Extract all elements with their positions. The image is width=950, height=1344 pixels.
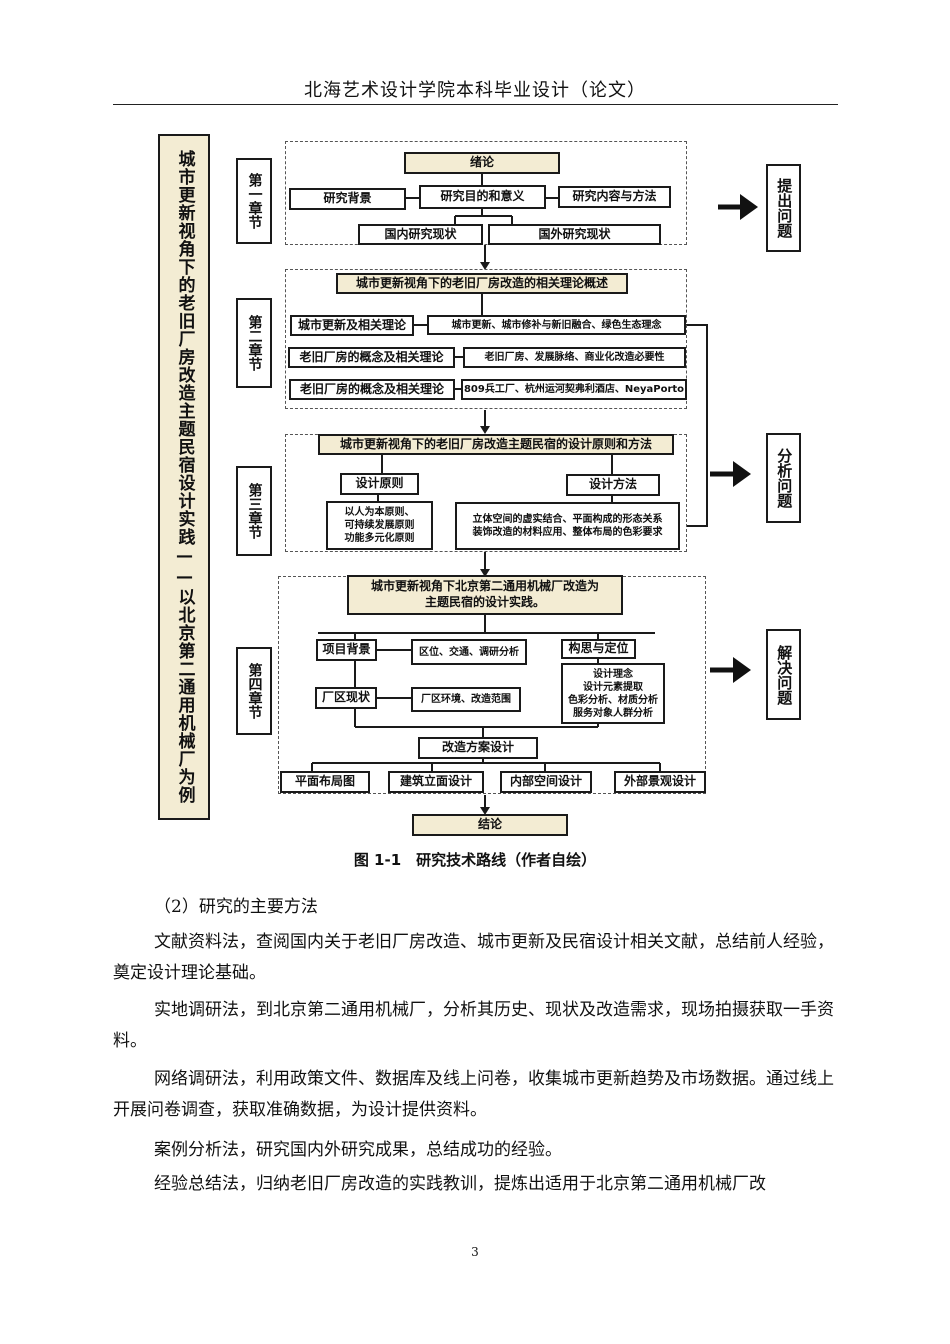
concept-item: 服务对象人群分析 bbox=[573, 707, 653, 719]
diagram-title-text: 城市更新视角下的老旧厂房改造主题民宿设计实践——以北京第二通用机械厂为例 bbox=[174, 150, 195, 804]
scheme-design-box: 改造方案设计 bbox=[418, 737, 538, 759]
ch2-right-2: 老旧厂房、发展脉络、商业化改造必要性 bbox=[463, 347, 686, 368]
ch2-head-box: 城市更新视角下的老旧厂房改造的相关理论概述 bbox=[336, 273, 628, 294]
foreign-research-box: 国外研究现状 bbox=[488, 224, 661, 245]
chapter-2-group bbox=[285, 269, 687, 409]
chapter-1-group bbox=[285, 141, 687, 245]
site-status-box: 厂区现状 bbox=[315, 687, 377, 709]
concept-item: 设计理念 bbox=[593, 668, 633, 680]
ch4-head-line: 城市更新视角下北京第二通用机械厂改造为 bbox=[370, 579, 599, 594]
chapter-4-label: 第四章节 bbox=[236, 647, 272, 735]
diagram-connectors bbox=[311, 173, 758, 815]
concept-box: 构思与定位 bbox=[561, 639, 636, 659]
diagram-vertical-title: 城市更新视角下的老旧厂房改造主题民宿设计实践——以北京第二通用机械厂为例 bbox=[158, 134, 210, 820]
principle-item: 功能多元化原则 bbox=[344, 533, 415, 544]
design-principle-box: 设计原则 bbox=[340, 473, 419, 495]
floor-plan-box: 平面布局图 bbox=[280, 771, 370, 793]
concept-items-box: 设计理念 设计元素提取 色彩分析、材质分析 服务对象人群分析 bbox=[561, 663, 665, 724]
design-method-box: 设计方法 bbox=[566, 474, 660, 496]
page-header-title: 北海艺术设计学院本科毕业设计（论文） bbox=[304, 80, 646, 101]
outcome-raise-problem: 提出问题 bbox=[766, 164, 801, 252]
ch2-left-2: 老旧厂房的概念及相关理论 bbox=[288, 347, 455, 368]
domestic-research-box: 国内研究现状 bbox=[358, 224, 483, 245]
method-items-box: 立体空间的虚实结合、平面构成的形态关系 装饰改造的材料应用、整体布局的色彩要求 bbox=[455, 502, 680, 550]
ch2-right-1: 城市更新、城市修补与新旧融合、绿色生态理念 bbox=[427, 315, 686, 335]
method-item: 立体空间的虚实结合、平面构成的形态关系 bbox=[472, 514, 663, 525]
project-background-box: 项目背景 bbox=[316, 639, 377, 661]
facade-design-box: 建筑立面设计 bbox=[388, 771, 484, 793]
principle-item: 以人为本原则、 bbox=[344, 507, 415, 518]
outcome-solve-problem: 解决问题 bbox=[766, 629, 801, 720]
chapter-1-label: 第一章节 bbox=[236, 158, 272, 244]
research-purpose-box: 研究目的和意义 bbox=[419, 185, 546, 209]
body-paragraph: 案例分析法，研究国内外研究成果，总结成功的经验。 bbox=[154, 1140, 562, 1160]
principle-item: 可持续发展原则 bbox=[344, 520, 415, 531]
research-background-box: 研究背景 bbox=[289, 188, 406, 210]
page-number: 3 bbox=[471, 1245, 479, 1259]
method-item: 装饰改造的材料应用、整体布局的色彩要求 bbox=[472, 527, 663, 538]
ch3-head-box: 城市更新视角下的老旧厂房改造主题民宿的设计原则和方法 bbox=[318, 434, 674, 455]
body-paragraph: 实地调研法，到北京第二通用机械厂，分析其历史、现状及改造需求，现场拍摄获取一手资… bbox=[113, 1000, 834, 1051]
intro-box: 绪论 bbox=[404, 152, 560, 174]
body-paragraph: 经验总结法，归纳老旧厂房改造的实践教训，提炼出适用于北京第二通用机械厂改 bbox=[154, 1174, 766, 1194]
ch2-right-3: 809兵工厂、杭州运河契弗利酒店、NeyaPorto bbox=[461, 379, 687, 400]
ch2-left-3: 老旧厂房的概念及相关理论 bbox=[289, 379, 455, 400]
outcome-analyze-problem: 分析问题 bbox=[766, 433, 801, 523]
section-heading: （2）研究的主要方法 bbox=[154, 897, 318, 917]
landscape-design-box: 外部景观设计 bbox=[614, 771, 706, 793]
project-background-detail: 区位、交通、调研分析 bbox=[411, 639, 527, 665]
ch4-head-line: 主题民宿的设计实践。 bbox=[424, 595, 545, 609]
concept-item: 色彩分析、材质分析 bbox=[568, 694, 658, 706]
ch2-left-1: 城市更新及相关理论 bbox=[290, 315, 414, 336]
body-paragraph: 网络调研法，利用政策文件、数据库及线上问卷，收集城市更新趋势及市场数据。通过线上… bbox=[113, 1069, 834, 1120]
research-content-box: 研究内容与方法 bbox=[558, 186, 671, 208]
principle-items-box: 以人为本原则、 可持续发展原则 功能多元化原则 bbox=[326, 501, 433, 550]
interior-design-box: 内部空间设计 bbox=[500, 771, 592, 793]
header-rule bbox=[113, 104, 838, 105]
chapter-3-label: 第三章节 bbox=[236, 466, 272, 556]
site-status-detail: 厂区环境、改造范围 bbox=[411, 687, 521, 712]
concept-item: 设计元素提取 bbox=[583, 681, 643, 693]
figure-caption: 图 1-1 研究技术路线（作者自绘） bbox=[353, 851, 597, 869]
chapter-2-label: 第二章节 bbox=[236, 298, 272, 388]
body-paragraph: 文献资料法，查阅国内关于老旧厂房改造、城市更新及民宿设计相关文献，总结前人经验，… bbox=[113, 932, 834, 983]
conclusion-box: 结论 bbox=[412, 814, 568, 836]
ch4-head-box: 城市更新视角下北京第二通用机械厂改造为 主题民宿的设计实践。 bbox=[347, 575, 623, 615]
